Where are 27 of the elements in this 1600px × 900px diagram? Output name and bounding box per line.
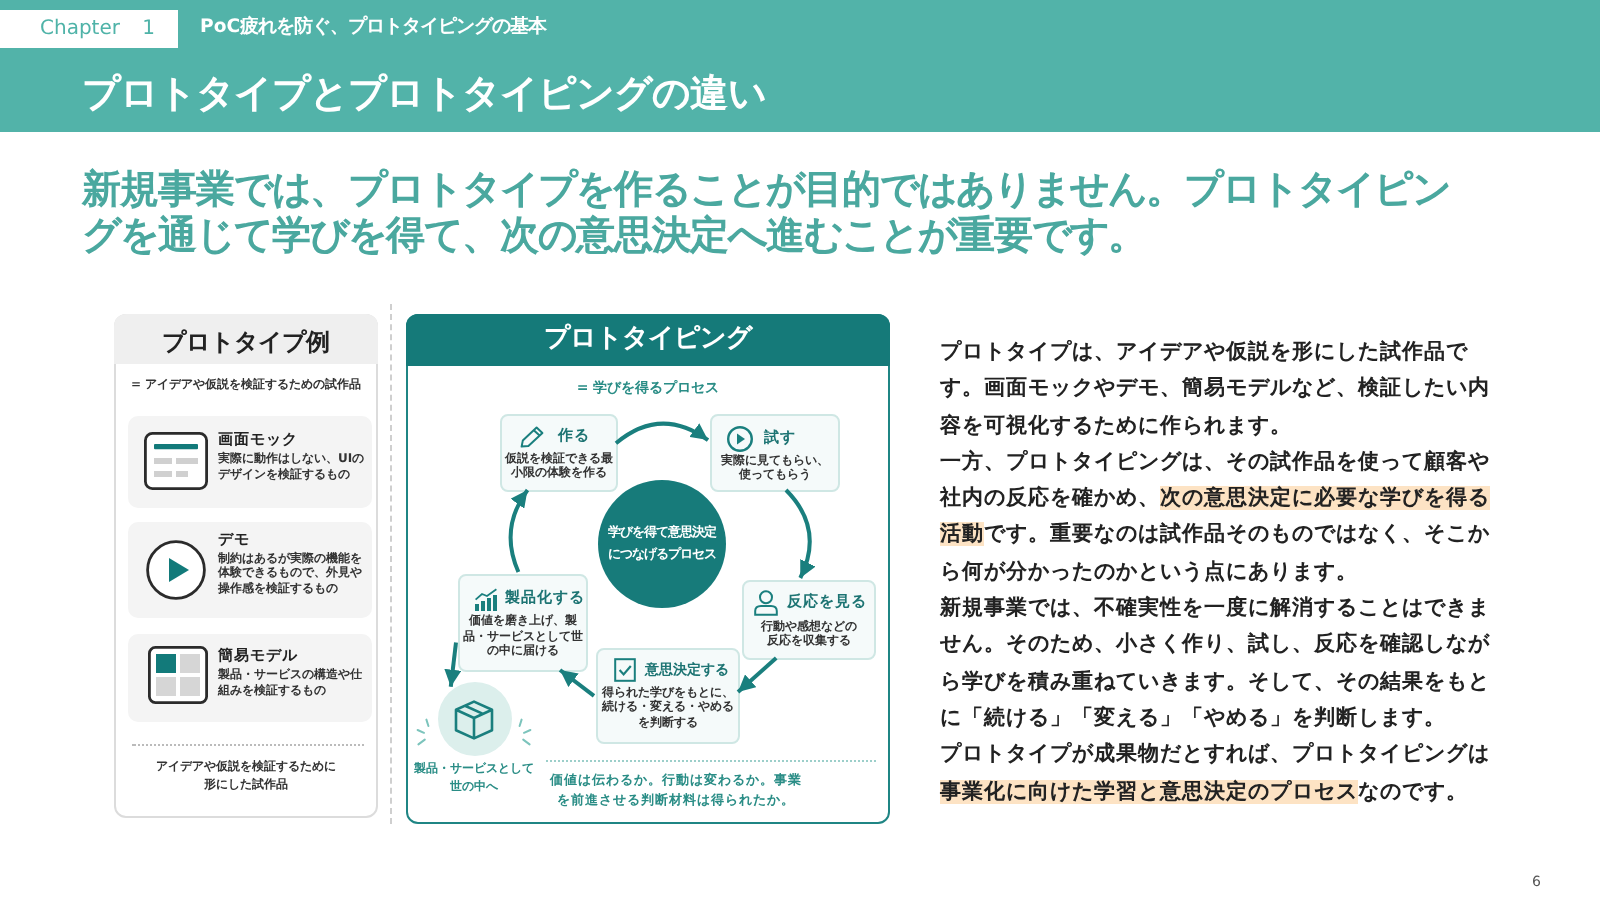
example-card [128,416,372,508]
step-card [500,414,618,492]
paragraph: 新規事業では、不確実性を一度に解消することはできません。そのため、小さく作り、試し、反応を確認しながら学びを積み重ねていきます。そして、その結果をもとに「続ける」「変える」「やめる」を判断します。 [940,593,1492,734]
paragraph: 一方、プロトタイピングは、その試作品を使って顧客や社内の反応を確かめ、次の意思決定に必要な学びを得る活動です。重要なのは試作品そのものではなく、そこから何が分かったのかという点にあります。 [940,447,1492,588]
paragraph: プロトタイプが成果物だとすれば、プロトタイピングは事業化に向けた学習と意思決定のプロセスなのです。 [940,740,1492,808]
arrow [444,642,462,687]
arrow [614,421,710,445]
panel-heading: プロトタイプ例 [114,314,378,364]
chapter-tag: Chapter 1 [0,10,178,48]
panel-heading: プロトタイピング [406,314,890,366]
panel-card [406,314,890,824]
lead-text: 新規事業では、プロトタイプを作ることが目的ではありません。プロトタイピングを通じて学びを得て、次の意思決定へ進むことが重要です。 [82,165,1452,257]
arrow [736,656,778,694]
step-card [710,414,840,492]
slide-title: プロトタイプとプロトタイピングの違い [82,70,766,118]
paragraph: プロトタイプは、アイデアや仮説を形にした試作品です。画面モックやデモ、簡易モデルなど、検証したい内容を可視化するために作られます。 [940,338,1492,442]
example-card [128,522,372,618]
product-circle [437,682,511,756]
arrow [508,488,530,573]
example-card [128,634,372,722]
header-subtitle: PoC疲れを防ぐ、プロトタイピングの基本 [200,16,547,40]
panel-card [114,314,378,818]
arrow [784,488,815,579]
step-card [458,574,588,672]
step-card [742,580,876,660]
step-card [596,648,740,744]
arrow [558,668,596,698]
